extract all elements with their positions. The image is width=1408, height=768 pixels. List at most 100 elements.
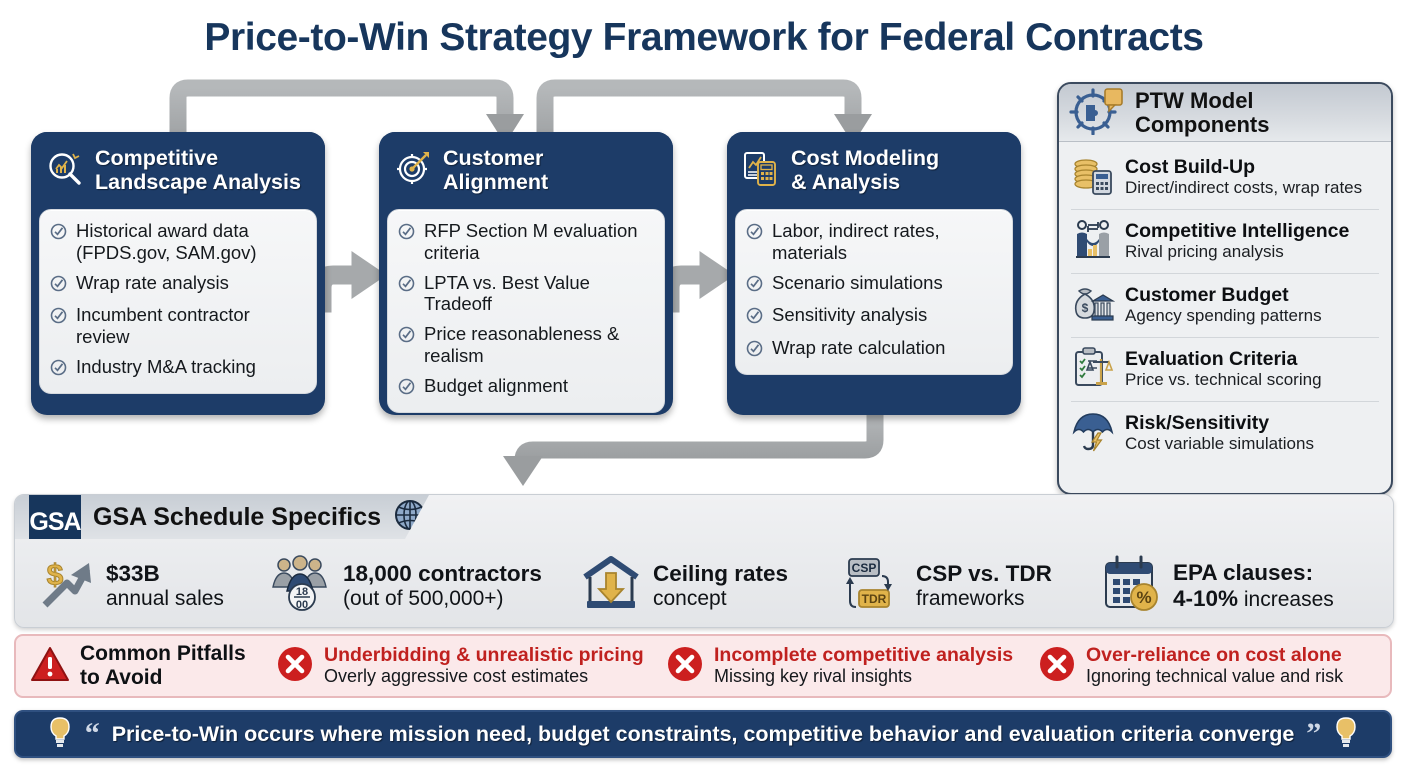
bullet-item: RFP Section M evaluation criteria xyxy=(398,220,654,264)
lightbulb-icon xyxy=(1333,716,1359,753)
ptw-row-risk-sensitivity[interactable]: Risk/Sensitivity Cost variable simulatio… xyxy=(1071,401,1379,465)
ptw-rows-list: Cost Build-Up Direct/indirect costs, wra… xyxy=(1059,142,1391,471)
calendar-percent-icon: % xyxy=(1100,555,1162,618)
gsa-stat-text: $33B annual sales xyxy=(106,561,224,611)
svg-text:18: 18 xyxy=(296,586,308,598)
pitfall-item-over-reliance-cost[interactable]: Over-reliance on cost alone Ignoring tec… xyxy=(1038,643,1388,688)
check-circle-icon xyxy=(746,307,763,329)
ceiling-house-down-arrow-icon xyxy=(580,555,642,618)
gsa-stat-label: (out of 500,000+) xyxy=(343,587,504,610)
gsa-logo: GSA xyxy=(29,494,81,551)
umbrella-bolt-icon xyxy=(1071,409,1115,458)
gsa-stat-value: 18,000 contractors xyxy=(343,561,542,587)
gsa-stat-value: CSP vs. TDR xyxy=(916,561,1052,587)
page-title: Price-to-Win Strategy Framework for Fede… xyxy=(204,16,1204,59)
gsa-stat-label-bold: 4-10% xyxy=(1173,586,1239,611)
lightbulb-icon xyxy=(47,716,73,753)
pitfall-item-incomplete-analysis[interactable]: Incomplete competitive analysis Missing … xyxy=(666,644,1038,688)
check-circle-icon xyxy=(50,359,67,381)
card-title: Cost Modeling& Analysis xyxy=(791,145,940,194)
pitfall-headline: Underbidding & unrealistic pricing xyxy=(324,643,644,666)
card-bullet-list: Historical award data (FPDS.gov, SAM.gov… xyxy=(50,220,306,381)
svg-text:$: $ xyxy=(47,559,64,592)
check-circle-icon xyxy=(746,223,763,245)
check-circle-icon xyxy=(398,326,415,348)
gsa-stat-text: 18,000 contractors (out of 500,000+) xyxy=(343,561,542,611)
gsa-stat-value: EPA clauses: xyxy=(1173,560,1314,586)
ptw-row-competitive-intelligence[interactable]: Competitive Intelligence Rival pricing a… xyxy=(1071,209,1379,273)
quote-banner: “ Price-to-Win occurs where mission need… xyxy=(14,710,1392,758)
check-circle-icon xyxy=(398,378,415,400)
ptw-row-title: Cost Build-Up xyxy=(1125,155,1255,178)
check-circle-icon xyxy=(398,275,415,297)
svg-text:CSP: CSP xyxy=(852,561,877,575)
card-header: Cost Modeling& Analysis xyxy=(727,132,1021,209)
bullet-text: RFP Section M evaluation criteria xyxy=(424,220,638,263)
bullet-text: Industry M&A tracking xyxy=(76,356,256,378)
bullet-item: LPTA vs. Best Value Tradeoff xyxy=(398,272,654,316)
ptw-row-evaluation-criteria[interactable]: Evaluation Criteria Price vs. technical … xyxy=(1071,337,1379,401)
bullet-text: Labor, indirect rates, materials xyxy=(772,220,940,263)
pitfall-text: Underbidding & unrealistic pricing Overl… xyxy=(324,643,644,688)
check-circle-icon xyxy=(50,307,67,329)
card-bullet-list: Labor, indirect rates, materials Scenari… xyxy=(746,220,1002,362)
pitfall-sub: Ignoring technical value and risk xyxy=(1086,666,1344,687)
gsa-stat-ceiling-rates: Ceiling rates concept xyxy=(580,555,835,618)
pitfall-sub: Missing key rival insights xyxy=(714,666,913,687)
ptw-row-customer-budget[interactable]: $ Customer Budget Agency spending patter… xyxy=(1071,273,1379,337)
ptw-row-title: Customer Budget xyxy=(1125,283,1289,306)
ptw-row-subtitle: Price vs. technical scoring xyxy=(1125,370,1322,390)
bullet-text: Scenario simulations xyxy=(772,271,943,293)
bullet-item: Budget alignment xyxy=(398,375,654,400)
check-circle-icon xyxy=(50,275,67,297)
bullet-text: LPTA vs. Best Value Tradeoff xyxy=(424,271,590,315)
x-circle-icon xyxy=(666,645,704,688)
check-circle-icon xyxy=(746,340,763,362)
warning-triangle-icon xyxy=(30,645,70,688)
check-circle-icon xyxy=(746,275,763,297)
bullet-text: Budget alignment xyxy=(424,374,568,396)
bullet-text: Wrap rate analysis xyxy=(76,271,229,293)
people-group-icon: 18 00 xyxy=(270,554,332,618)
gsa-stat-text: CSP vs. TDR frameworks xyxy=(916,561,1052,611)
svg-text:$: $ xyxy=(1082,301,1089,315)
pitfall-item-underbidding[interactable]: Underbidding & unrealistic pricing Overl… xyxy=(276,643,666,688)
gsa-stat-epa-clauses: % EPA clauses: 4-10% increases xyxy=(1100,555,1390,618)
bullet-item: Wrap rate calculation xyxy=(746,337,1002,362)
document-calculator-icon xyxy=(741,148,781,193)
gsa-stat-contractors: 18 00 18,000 contractors (out of 500,000… xyxy=(270,554,580,618)
bullet-text: Sensitivity analysis xyxy=(772,304,928,326)
bullet-item: Labor, indirect rates, materials xyxy=(746,220,1002,264)
ptw-row-text: Competitive Intelligence Rival pricing a… xyxy=(1125,220,1349,263)
check-circle-icon xyxy=(398,223,415,245)
card-body: Labor, indirect rates, materials Scenari… xyxy=(735,209,1013,376)
x-circle-icon xyxy=(1038,645,1076,688)
dollar-growth-arrow-icon: $ xyxy=(37,555,95,618)
ptw-row-text: Customer Budget Agency spending patterns xyxy=(1125,283,1322,327)
ptw-row-text: Cost Build-Up Direct/indirect costs, wra… xyxy=(1125,155,1363,199)
pitfall-headline: Over-reliance on cost alone xyxy=(1086,643,1342,666)
ptw-row-subtitle: Direct/indirect costs, wrap rates xyxy=(1125,178,1363,198)
ptw-row-subtitle: Cost variable simulations xyxy=(1125,434,1314,454)
gsa-stat-text: EPA clauses: 4-10% increases xyxy=(1173,560,1334,612)
magnifier-chart-icon xyxy=(45,148,85,193)
ptw-row-text: Evaluation Criteria Price vs. technical … xyxy=(1125,347,1322,391)
card-cost-modeling-analysis[interactable]: Cost Modeling& Analysis Labor, indirect … xyxy=(727,132,1021,415)
ptw-row-subtitle: Rival pricing analysis xyxy=(1125,242,1284,262)
money-bag-bank-icon: $ xyxy=(1071,281,1116,330)
check-circle-icon xyxy=(50,223,67,245)
ptw-row-cost-build-up[interactable]: Cost Build-Up Direct/indirect costs, wra… xyxy=(1071,146,1379,209)
bullet-item: Price reasonableness & realism xyxy=(398,323,654,367)
arrowhead-return xyxy=(503,456,543,486)
ptw-row-title: Evaluation Criteria xyxy=(1125,347,1298,370)
gsa-band-tab: GSA GSA Schedule Specifics xyxy=(15,495,429,539)
